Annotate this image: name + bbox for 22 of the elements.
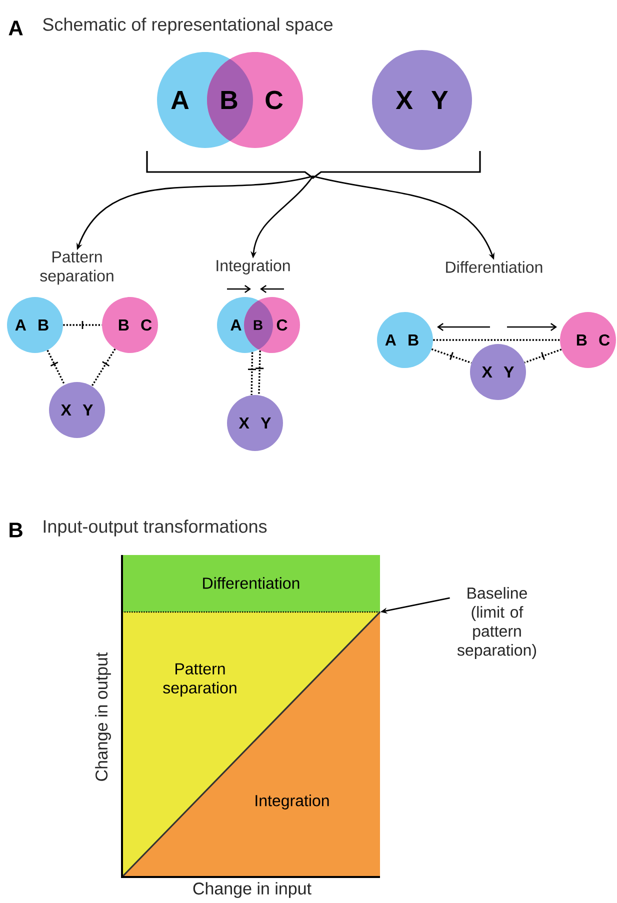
venn-letter: B	[254, 320, 262, 330]
axis-label: Change in output	[95, 652, 111, 781]
annotation: Baseline (limit of pattern separation)	[457, 587, 536, 659]
panel-letter: B	[10, 522, 22, 538]
category-label: Pattern separation	[40, 251, 114, 285]
region: Integration	[256, 794, 329, 810]
dotted-link	[91, 348, 116, 387]
dotted-link	[46, 350, 66, 386]
panel-letter: A	[8, 20, 23, 36]
dotted-link	[256, 350, 264, 396]
bracket	[146, 151, 481, 179]
dotted-link	[248, 352, 256, 396]
panel-title: Input-output transformations	[44, 520, 267, 536]
dotted-link	[63, 321, 102, 329]
dotted-link	[431, 348, 472, 364]
panel-title: Schematic of representational space	[43, 18, 332, 34]
venn-letter: B	[221, 91, 238, 109]
dotted-link	[433, 339, 560, 341]
dotted-link	[524, 348, 562, 364]
category-label: Differentiation	[446, 261, 542, 273]
region: Differentiation	[122, 555, 380, 612]
category-label: Integration	[216, 260, 290, 274]
